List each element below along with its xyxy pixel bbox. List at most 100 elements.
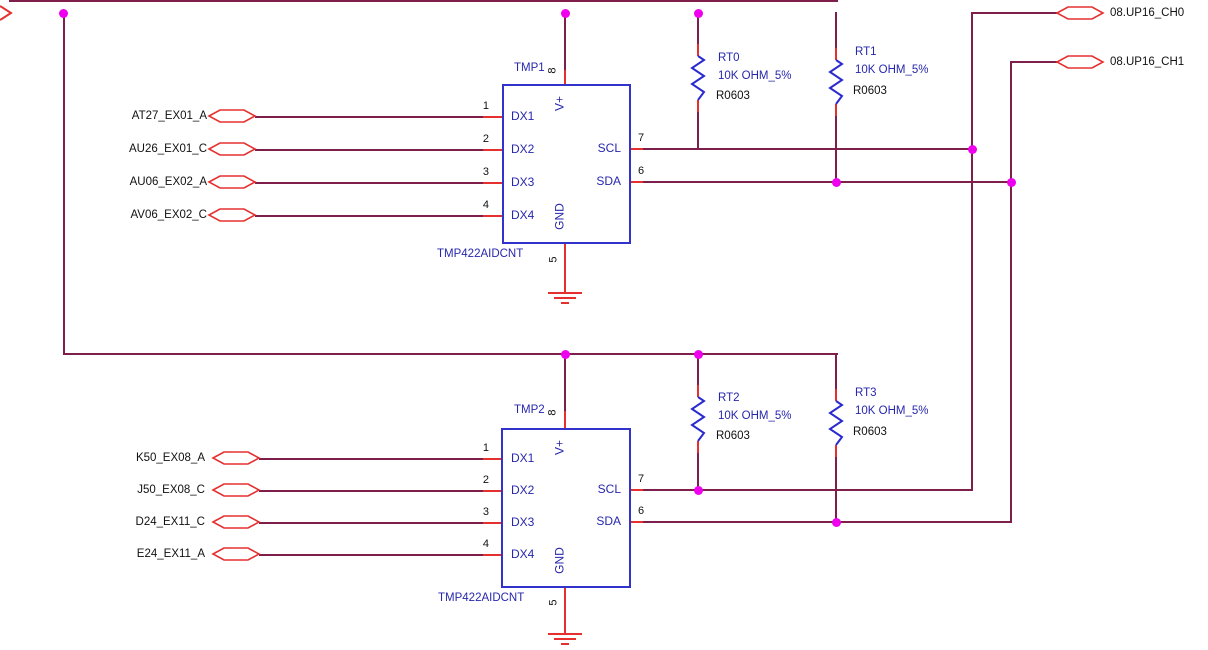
wire bbox=[259, 522, 483, 524]
net-label[interactable]: J50_EX08_C bbox=[137, 484, 205, 496]
net-label[interactable]: AU26_EX01_C bbox=[129, 143, 207, 155]
wire bbox=[564, 12, 566, 70]
junction-dot bbox=[1007, 178, 1016, 187]
pin-name: SDA bbox=[596, 514, 621, 528]
junction-dot bbox=[968, 145, 977, 154]
pin-number: 4 bbox=[482, 538, 489, 550]
refdes-label[interactable]: RT0 bbox=[718, 52, 740, 64]
pin-number: 4 bbox=[482, 199, 489, 211]
pin-stub bbox=[697, 441, 699, 453]
pin-stub bbox=[629, 181, 643, 183]
part-number-label: TMP422AIDCNT bbox=[437, 248, 524, 260]
net-label[interactable]: E24_EX11_A bbox=[136, 548, 205, 560]
wire bbox=[643, 489, 973, 491]
pin-number: 3 bbox=[482, 166, 489, 178]
footprint-label: R0603 bbox=[716, 90, 750, 102]
net-label[interactable]: 08.UP16_CH0 bbox=[1110, 7, 1185, 19]
junction-dot bbox=[832, 518, 841, 527]
junction-dot bbox=[694, 486, 703, 495]
refdes-label[interactable]: RT2 bbox=[718, 392, 740, 404]
wire bbox=[697, 12, 699, 44]
wire bbox=[259, 490, 483, 492]
wire bbox=[971, 12, 973, 491]
refdes-label[interactable]: TMP2 bbox=[514, 404, 545, 416]
pin-name: SCL bbox=[597, 482, 621, 496]
gnd-symbol-bar bbox=[554, 297, 576, 299]
pin-number: 5 bbox=[547, 599, 560, 606]
refdes-label[interactable]: TMP1 bbox=[514, 62, 545, 74]
pin-number: 6 bbox=[638, 505, 645, 517]
pin-stub bbox=[697, 100, 699, 112]
pin-name: DX4 bbox=[511, 547, 535, 561]
gnd-symbol-bar bbox=[548, 292, 582, 294]
offpage-arrow-icon[interactable] bbox=[0, 5, 13, 22]
pin-stub bbox=[835, 104, 837, 116]
pin-stub bbox=[629, 521, 643, 523]
resistor-rt1-symbol[interactable] bbox=[828, 59, 844, 105]
ic-tmp1-body[interactable] bbox=[502, 84, 631, 244]
wire bbox=[255, 215, 483, 217]
junction-dot bbox=[694, 9, 703, 18]
pin-stub bbox=[564, 70, 566, 84]
net-label[interactable]: AT27_EX01_A bbox=[131, 110, 207, 122]
net-label[interactable]: AV06_EX02_C bbox=[130, 209, 207, 221]
refdes-label[interactable]: RT3 bbox=[855, 387, 877, 399]
resistor-rt2-symbol[interactable] bbox=[690, 396, 706, 442]
footprint-label: R0603 bbox=[716, 430, 750, 442]
wire bbox=[835, 353, 837, 389]
offpage-flag-icon[interactable] bbox=[1055, 6, 1105, 20]
junction-dot bbox=[561, 9, 570, 18]
pin-name: DX3 bbox=[511, 515, 535, 529]
pin-stub bbox=[835, 389, 837, 401]
pin-number: 3 bbox=[482, 506, 489, 518]
net-flag-icon[interactable] bbox=[207, 208, 257, 222]
gnd-symbol-bar bbox=[561, 302, 569, 304]
pin-name: SCL bbox=[597, 141, 621, 155]
pin-number: 7 bbox=[638, 132, 645, 144]
pin-stub bbox=[483, 458, 502, 460]
net-flag-icon[interactable] bbox=[211, 451, 261, 465]
pin-name: V+ bbox=[552, 440, 567, 456]
pin-stub bbox=[629, 489, 643, 491]
pin-stub bbox=[483, 522, 502, 524]
resistor-rt0-symbol[interactable] bbox=[690, 55, 706, 101]
pin-number: 5 bbox=[547, 256, 560, 263]
footprint-label: R0603 bbox=[853, 85, 887, 97]
part-number-label: TMP422AIDCNT bbox=[438, 592, 525, 604]
wire bbox=[697, 112, 699, 150]
pin-name: GND bbox=[552, 203, 567, 230]
ic-tmp2-body[interactable] bbox=[501, 428, 631, 588]
wire bbox=[255, 182, 483, 184]
pin-number: 8 bbox=[546, 67, 559, 74]
net-flag-icon[interactable] bbox=[207, 142, 257, 156]
pin-name: DX2 bbox=[511, 142, 535, 156]
refdes-label[interactable]: RT1 bbox=[855, 46, 877, 58]
junction-dot bbox=[832, 178, 841, 187]
net-label[interactable]: K50_EX08_A bbox=[135, 452, 205, 464]
net-flag-icon[interactable] bbox=[211, 515, 261, 529]
wire bbox=[259, 554, 483, 556]
wire bbox=[643, 521, 1012, 523]
net-label[interactable]: AU06_EX02_A bbox=[129, 176, 207, 188]
pin-stub bbox=[483, 554, 502, 556]
resistor-rt3-symbol[interactable] bbox=[828, 400, 844, 446]
offpage-flag-icon[interactable] bbox=[1055, 55, 1105, 69]
pin-stub bbox=[564, 242, 566, 292]
value-label: 10K OHM_5% bbox=[855, 405, 929, 417]
pin-stub bbox=[483, 149, 502, 151]
wire bbox=[972, 12, 1057, 14]
net-label[interactable]: D24_EX11_C bbox=[135, 516, 205, 528]
wire bbox=[1010, 61, 1012, 523]
pin-number: 1 bbox=[482, 100, 489, 112]
net-flag-icon[interactable] bbox=[207, 109, 257, 123]
pin-stub bbox=[629, 148, 643, 150]
pin-name: DX2 bbox=[511, 483, 535, 497]
pin-number: 8 bbox=[546, 409, 559, 416]
net-flag-icon[interactable] bbox=[211, 483, 261, 497]
pin-stub bbox=[564, 411, 566, 428]
wire bbox=[9, 0, 838, 2]
net-label[interactable]: 08.UP16_CH1 bbox=[1110, 56, 1185, 68]
net-flag-icon[interactable] bbox=[207, 175, 257, 189]
wire bbox=[255, 149, 483, 151]
net-flag-icon[interactable] bbox=[211, 547, 261, 561]
